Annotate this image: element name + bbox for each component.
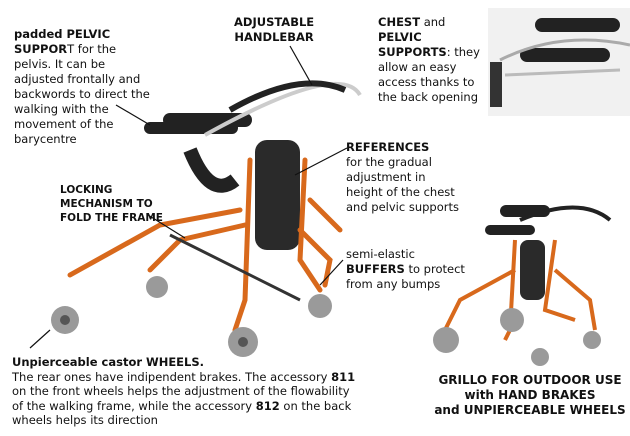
pelvic-line: movement of the xyxy=(14,117,114,131)
buffers-line: semi-elastic xyxy=(346,247,415,261)
chest-title-3: SUPPORTS xyxy=(378,45,447,59)
chest-line: the back opening xyxy=(378,90,478,104)
locking-line: FOLD THE FRAME xyxy=(60,212,163,224)
handlebar-line: ADJUSTABLE xyxy=(234,15,315,29)
leader-lines xyxy=(29,45,348,349)
outdoor-line: and UNPIERCEABLE WHEELS xyxy=(434,403,626,417)
references-line: for the gradual xyxy=(346,155,432,169)
pelvic-title-2: SUPPOR xyxy=(14,42,68,56)
outdoor-line: with HAND BRAKES xyxy=(464,388,596,402)
references-annotation: REFERENCES for the gradual adjustment in… xyxy=(346,140,459,215)
pelvic-line: walking with the xyxy=(14,102,109,116)
chest-support-annotation: CHEST and PELVIC SUPPORTS: they allow an… xyxy=(378,15,480,105)
wheels-text: on the front wheels helps the adjustment… xyxy=(12,384,350,398)
locking-annotation: LOCKING MECHANISM TO FOLD THE FRAME xyxy=(60,183,163,225)
pelvic-title: padded PELVIC xyxy=(14,27,111,41)
wheels-text: wheels helps its direction xyxy=(12,413,158,427)
pelvic-line: adjusted frontally and xyxy=(14,72,141,86)
pelvic-support-annotation: padded PELVIC SUPPORT for the pelvis. It… xyxy=(14,27,150,147)
buffers-title: BUFFERS xyxy=(346,262,405,276)
wheels-text: of the walking frame, while the accessor… xyxy=(12,398,256,413)
chest-title-rest: and xyxy=(420,15,446,29)
accessory-812: 812 xyxy=(255,398,280,413)
chest-line: allow an easy xyxy=(378,60,457,74)
chest-pelvic-support-photo xyxy=(488,8,630,116)
wheels-annotation: Unpierceable castor WHEELS. The rear one… xyxy=(12,355,355,428)
chest-title-3-rest: : they xyxy=(446,45,480,59)
pelvic-line: backwords to direct the xyxy=(14,87,150,101)
references-line: and pelvic supports xyxy=(346,200,459,214)
accessory-811: 811 xyxy=(331,369,356,384)
outdoor-caption: GRILLO FOR OUTDOOR USE with HAND BRAKES … xyxy=(425,373,630,418)
references-title: REFERENCES xyxy=(346,140,430,154)
pelvic-title-rest: T for the xyxy=(67,42,117,56)
references-line: height of the chest xyxy=(346,185,455,199)
chest-title: CHEST xyxy=(378,15,421,29)
chest-title-2: PELVIC xyxy=(378,30,422,44)
chest-line: access thanks to xyxy=(378,75,475,89)
handlebar-line: HANDLEBAR xyxy=(234,30,314,44)
wheels-text: on the back xyxy=(279,398,352,413)
references-line: adjustment in xyxy=(346,170,426,184)
pelvic-line: pelvis. It can be xyxy=(14,57,106,71)
outdoor-line: GRILLO FOR OUTDOOR USE xyxy=(438,373,622,387)
outdoor-walker-photo xyxy=(433,205,612,366)
buffers-line: from any bumps xyxy=(346,277,441,291)
locking-line: MECHANISM TO xyxy=(60,198,153,210)
handlebar-annotation: ADJUSTABLE HANDLEBAR xyxy=(234,15,314,45)
wheels-title: Unpierceable castor WHEELS. xyxy=(12,355,205,369)
main-walker-photo xyxy=(51,80,362,357)
locking-line: LOCKING xyxy=(60,184,113,196)
pelvic-line: barycentre xyxy=(14,132,77,146)
buffers-annotation: semi-elastic BUFFERS to protect from any… xyxy=(346,247,465,292)
wheels-text: The rear ones have indipendent brakes. T… xyxy=(12,369,332,384)
buffers-rest: to protect xyxy=(404,262,465,276)
